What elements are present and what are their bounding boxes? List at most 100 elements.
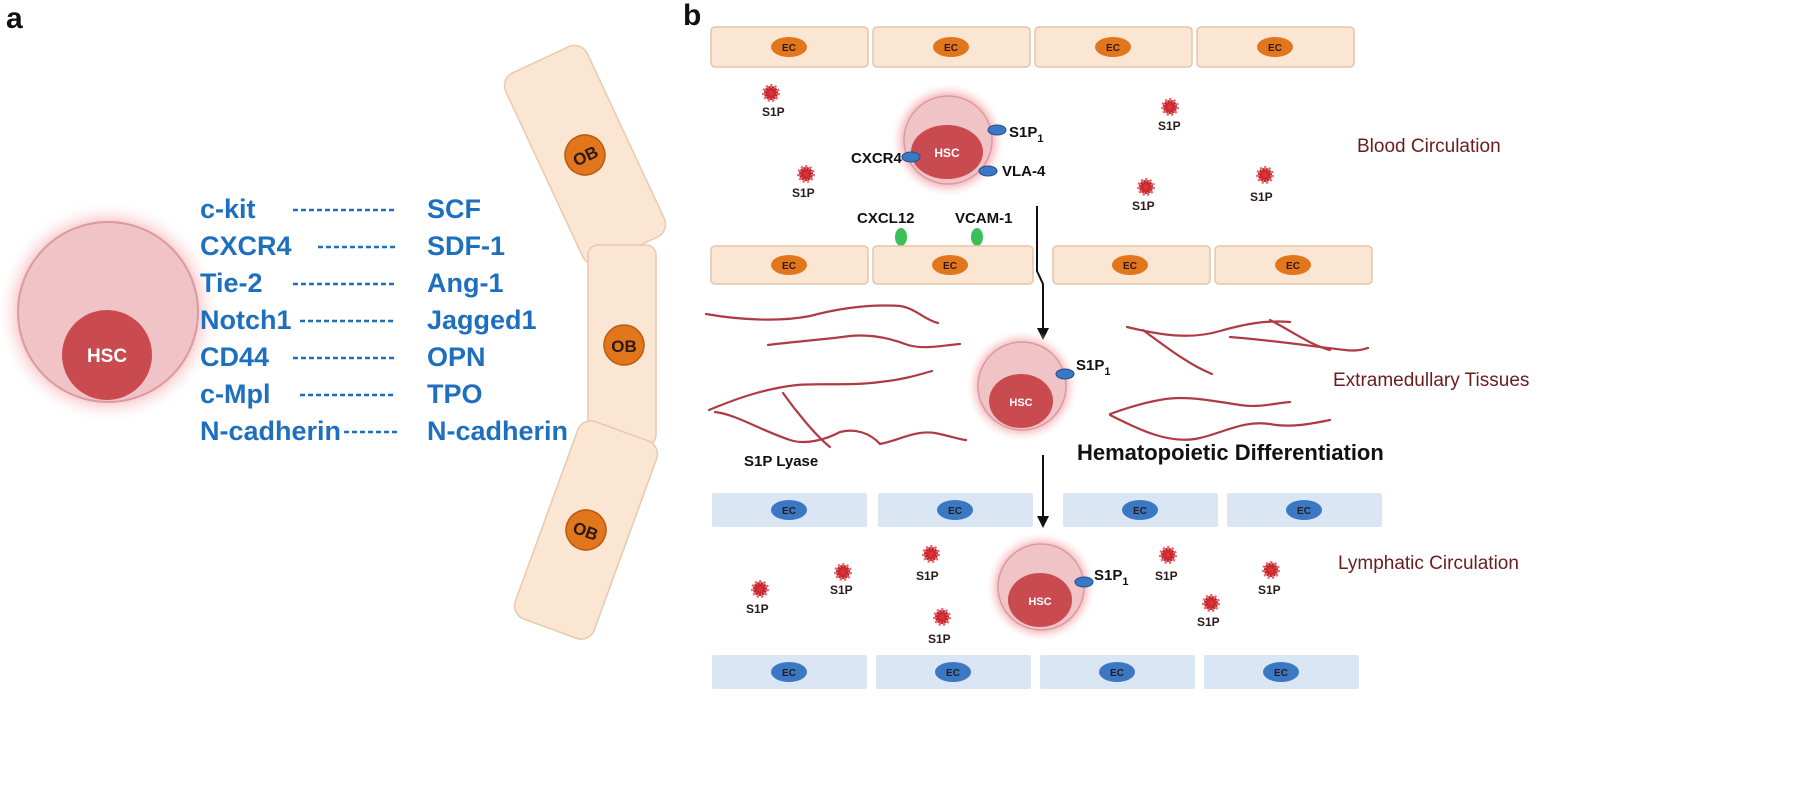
svg-text:S1P1: S1P1 <box>1076 357 1110 378</box>
ec-label: EC <box>782 668 796 679</box>
panel-b-letter: b <box>683 0 701 32</box>
cxcr4-receptor: CXCR4 <box>851 150 921 167</box>
s1p-molecule: S1P <box>1132 178 1155 213</box>
s1p1-text: S1P <box>1094 567 1122 584</box>
vla4-label: VLA-4 <box>1002 163 1046 180</box>
s1p-molecule: S1P <box>1155 546 1178 583</box>
s1p-molecule: S1P <box>792 165 815 200</box>
hsc-label: HSC <box>1028 596 1051 608</box>
s1p-label: S1P <box>916 569 939 583</box>
hsc-label: HSC <box>1009 397 1032 409</box>
ec-label: EC <box>943 261 957 272</box>
hsc-extramedullary: HSC <box>965 329 1079 443</box>
region-blood-circulation: Blood Circulation <box>1357 136 1501 157</box>
s1p-label: S1P <box>1155 569 1178 583</box>
ligand-label: TPO <box>427 379 483 409</box>
receptor-label: N-cadherin <box>200 416 341 446</box>
s1p-label: S1P <box>1197 615 1220 629</box>
receptor-label: CD44 <box>200 342 269 372</box>
ec-label: EC <box>1133 506 1147 517</box>
ligand-label: SDF-1 <box>427 231 505 261</box>
s1p-label: S1P <box>762 105 785 119</box>
ec-label: EC <box>1286 261 1300 272</box>
receptor-label: Notch1 <box>200 305 292 335</box>
ec-label: EC <box>782 506 796 517</box>
svg-text:S1P1: S1P1 <box>1009 124 1043 145</box>
hematopoietic-differentiation-label: Hematopoietic Differentiation <box>1077 440 1384 465</box>
s1p1-subscript: 1 <box>1122 576 1128 588</box>
hsc-lymphatic: HSC <box>985 531 1097 643</box>
region-lymphatic-circulation: Lymphatic Circulation <box>1338 553 1519 574</box>
receptor-label: c-kit <box>200 194 256 224</box>
s1p-molecule: S1P <box>746 580 769 616</box>
svg-text:S1P1: S1P1 <box>1094 567 1128 588</box>
receptor-label: c-Mpl <box>200 379 271 409</box>
s1p-molecule: S1P <box>762 84 785 119</box>
ec-label: EC <box>1268 43 1282 54</box>
migration-arrow <box>1036 206 1049 340</box>
lymphatic-endothelium-top: EC EC EC EC <box>710 491 1384 529</box>
s1p-label: S1P <box>1258 583 1281 597</box>
s1p1-text: S1P <box>1076 357 1104 374</box>
matrix-fibers <box>704 304 1370 449</box>
s1p-molecule: S1P <box>1258 561 1281 597</box>
ec-label: EC <box>1297 506 1311 517</box>
receptor-label: CXCR4 <box>200 231 292 261</box>
cxcr4-label: CXCR4 <box>851 150 903 167</box>
s1p1-subscript: 1 <box>1104 366 1110 378</box>
ec-label: EC <box>782 43 796 54</box>
cxcl12-molecule <box>895 228 907 246</box>
s1p-molecule: S1P <box>1158 98 1181 133</box>
receptor-label: Tie-2 <box>200 268 263 298</box>
ec-label: EC <box>948 506 962 517</box>
vcam1-label: VCAM-1 <box>955 210 1013 227</box>
hsc-blood: HSC <box>890 82 1006 198</box>
ec-label: EC <box>1274 668 1288 679</box>
ec-label: EC <box>782 261 796 272</box>
hsc-label: HSC <box>934 146 960 160</box>
ec-label: EC <box>946 668 960 679</box>
s1p1-text: S1P <box>1009 124 1037 141</box>
s1p-lyase-label: S1P Lyase <box>744 453 818 470</box>
osteoblast-cell: OB <box>503 44 667 266</box>
s1p-molecule: S1P <box>928 608 951 646</box>
vcam1-molecule <box>971 228 983 246</box>
panel-a-hsc-cell: HSC <box>0 200 220 424</box>
s1p-label: S1P <box>1158 119 1181 133</box>
region-extramedullary-tissues: Extramedullary Tissues <box>1333 370 1529 391</box>
panel-a-letter: a <box>6 2 23 35</box>
s1p-label: S1P <box>792 186 815 200</box>
s1p-molecule: S1P <box>1197 594 1220 629</box>
s1p1-receptor: S1P1 <box>1074 567 1128 588</box>
s1p-molecule: S1P <box>1250 166 1274 204</box>
ec-label: EC <box>1106 43 1120 54</box>
ligand-label: SCF <box>427 194 481 224</box>
hsc-label: HSC <box>87 346 127 367</box>
ec-label: EC <box>944 43 958 54</box>
s1p-molecule: S1P <box>830 563 853 597</box>
ligand-label: OPN <box>427 342 486 372</box>
s1p-label: S1P <box>830 583 853 597</box>
cxcl12-label: CXCL12 <box>857 210 915 227</box>
ec-label: EC <box>1123 261 1137 272</box>
ligand-label: Ang-1 <box>427 268 504 298</box>
s1p-label: S1P <box>1132 199 1155 213</box>
receptor-ligand-list: c-kit SCF CXCR4 SDF-1 Tie-2 Ang-1 Notch1… <box>200 194 568 446</box>
ec-label: EC <box>1110 668 1124 679</box>
migration-arrow <box>1037 455 1049 528</box>
s1p-label: S1P <box>746 602 769 616</box>
vla4-receptor: VLA-4 <box>978 163 1046 180</box>
ligand-label: N-cadherin <box>427 416 568 446</box>
ob-label: OB <box>611 337 637 356</box>
s1p-label: S1P <box>1250 190 1273 204</box>
ligand-label: Jagged1 <box>427 305 537 335</box>
s1p-label: S1P <box>928 632 951 646</box>
osteoblast-cell: OB <box>513 420 659 640</box>
blood-endothelium-top: EC EC EC EC <box>710 26 1355 68</box>
s1p1-subscript: 1 <box>1037 133 1043 145</box>
lymphatic-endothelium-bottom: EC EC EC EC <box>710 653 1361 691</box>
s1p1-receptor: S1P1 <box>1055 357 1110 380</box>
osteoblast-cell: OB <box>587 244 657 446</box>
